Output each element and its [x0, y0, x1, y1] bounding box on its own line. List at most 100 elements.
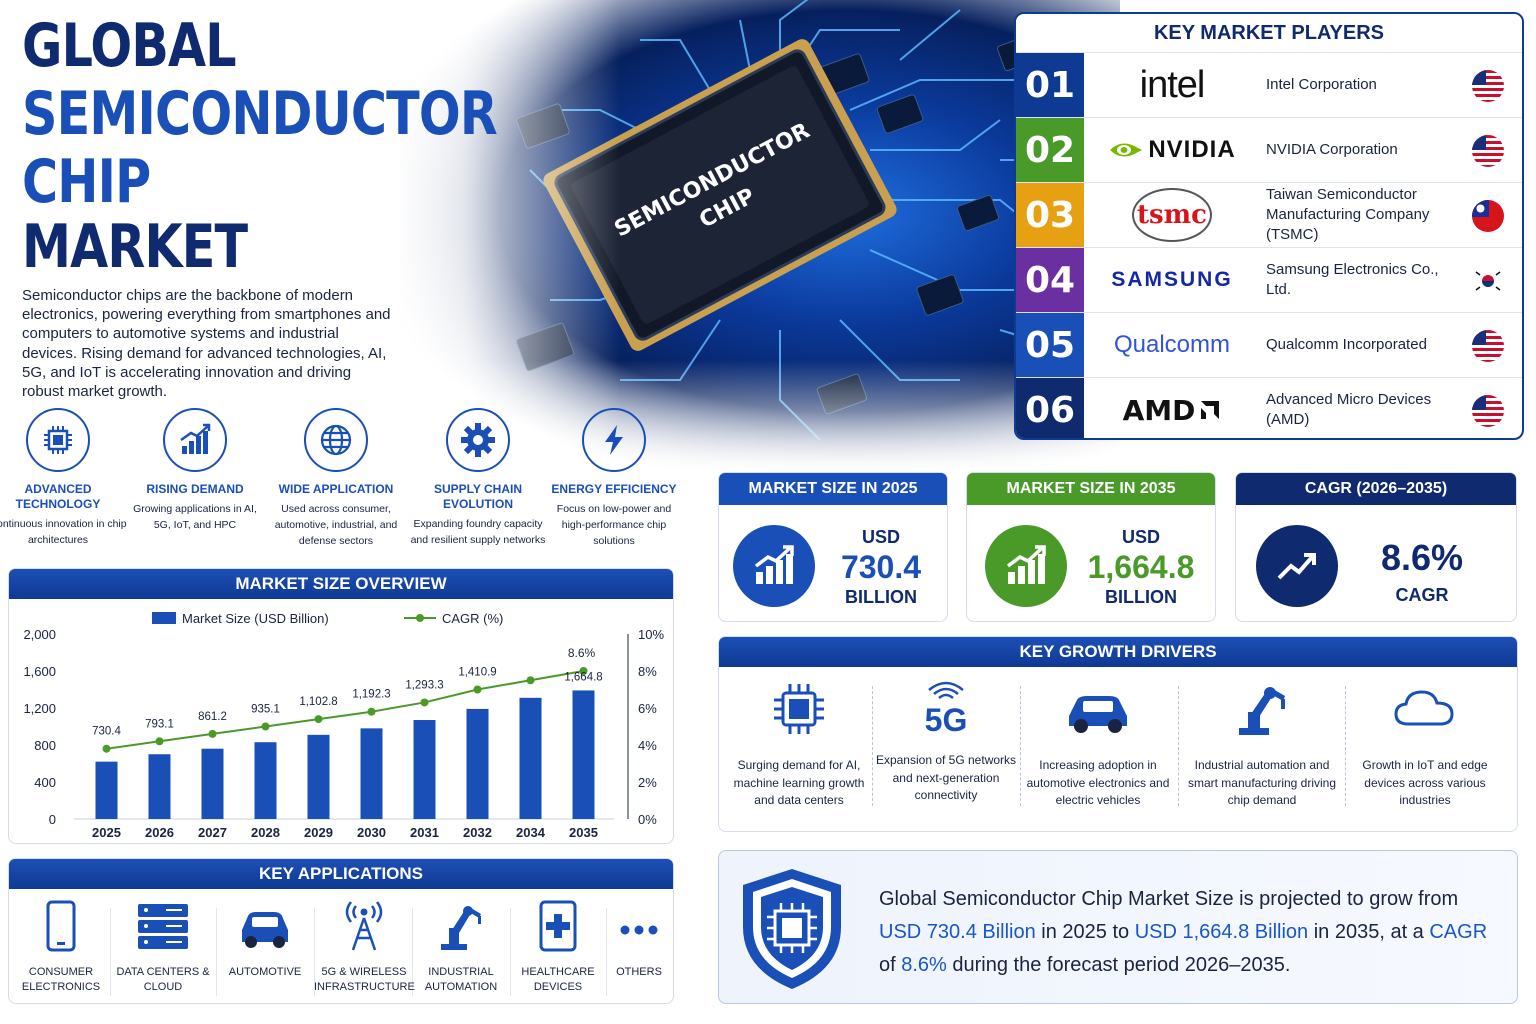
- bar: [360, 728, 383, 819]
- x-tick-label: 2034: [516, 825, 546, 840]
- us-flag-icon: [1472, 330, 1504, 362]
- drivers-heading: KEY GROWTH DRIVERS: [719, 637, 1517, 667]
- y-tick-right: 2%: [638, 775, 657, 790]
- bar-value-label: 861.2: [198, 711, 227, 723]
- player-row: 06 AMD Advanced Micro Devices (AMD): [1016, 377, 1522, 438]
- growth-chart-icon: [733, 525, 815, 607]
- driver-iot-edge: Growth in IoT and edge devices across va…: [1350, 680, 1500, 810]
- legend-bar-swatch: [152, 612, 176, 624]
- bar-value-label: 1,293.3: [405, 679, 443, 691]
- kpi-value: 730.4: [840, 549, 922, 585]
- feature-title: WIDE APPLICATION: [278, 482, 394, 496]
- y-tick-left: 0: [49, 812, 56, 827]
- trend-arrow-icon: [1256, 525, 1338, 607]
- player-rank: 04: [1016, 248, 1084, 312]
- title-line-3: CHIP: [22, 147, 151, 217]
- amd-arrow-icon: [1201, 401, 1220, 419]
- robot-arm-icon: [441, 906, 481, 950]
- player-rank: 05: [1016, 313, 1084, 377]
- kpi-value: 8.6%: [1380, 537, 1464, 578]
- chip-icon: [26, 408, 90, 472]
- key-market-players-panel: KEY MARKET PLAYERS 01 intel Intel Corpor…: [1014, 12, 1524, 440]
- application-automotive: AUTOMOTIVE: [215, 900, 315, 980]
- nvidia-logo: NVIDIA: [1092, 118, 1252, 182]
- player-name: NVIDIA Corporation: [1266, 141, 1398, 158]
- applications-heading: KEY APPLICATIONS: [9, 859, 673, 889]
- us-flag-icon: [1472, 135, 1504, 167]
- hero-image: SEMICONDUCTOR CHIP: [400, 0, 1120, 470]
- legend-bar-label: Market Size (USD Billion): [182, 611, 329, 626]
- title-line-1: GLOBAL: [22, 11, 237, 81]
- kpi-currency: USD: [1121, 527, 1160, 547]
- bar: [307, 734, 330, 819]
- legend-line-label: CAGR (%): [442, 611, 503, 626]
- nvidia-eye-icon: [1110, 143, 1143, 157]
- x-tick-label: 2032: [463, 825, 492, 840]
- antenna-tower-icon: [345, 901, 383, 951]
- tsmc-logo: tsmc: [1092, 183, 1252, 247]
- driver-ai-demand: Surging demand for AI, machine learning …: [724, 680, 874, 810]
- server-icon: [138, 904, 188, 949]
- summary-value-2025: USD 730.4 Billion: [879, 921, 1036, 943]
- cloud-icon: [1394, 690, 1454, 726]
- x-tick-label: 2026: [145, 825, 174, 840]
- player-row: 05 Qualcomm Qualcomm Incorporated: [1016, 312, 1522, 377]
- application-consumer-electronics: CONSUMER ELECTRONICS: [11, 900, 111, 994]
- cagr-point: [579, 667, 588, 675]
- shield-chip-icon: [743, 869, 841, 989]
- driver-text: Increasing adoption in automotive electr…: [1026, 758, 1170, 807]
- application-label: INDUSTRIAL AUTOMATION: [424, 966, 498, 993]
- player-rank: 02: [1016, 118, 1084, 182]
- driver-industrial-automation: Industrial automation and smart manufact…: [1187, 680, 1337, 810]
- gear-icon: [446, 408, 510, 472]
- application-data-centers: DATA CENTERS & CLOUD: [113, 900, 213, 994]
- y-tick-left: 2,000: [23, 627, 56, 642]
- market-size-chart: Market Size (USD Billion) CAGR (%) 04008…: [23, 611, 664, 840]
- growth-chart-icon: [163, 408, 227, 472]
- players-heading: KEY MARKET PLAYERS: [1016, 14, 1522, 52]
- driver-text: Growth in IoT and edge devices across va…: [1362, 758, 1488, 807]
- kpi-unit: CAGR: [1395, 585, 1449, 605]
- title-line-2: SEMICONDUCTOR: [22, 79, 498, 149]
- application-5g-wireless: 5G & WIRELESS INFRASTRUCTURE: [314, 900, 415, 994]
- bar: [572, 690, 595, 819]
- cagr-end-label: 8.6%: [568, 646, 596, 660]
- cagr-point: [526, 676, 535, 685]
- summary-value-2035: USD 1,664.8 Billion: [1134, 921, 1309, 943]
- bar-value-label: 1,664.8: [564, 671, 602, 683]
- bar: [413, 720, 436, 819]
- kpi-currency: USD: [861, 527, 900, 547]
- bar-value-label: 935.1: [251, 704, 280, 716]
- feature-desc: Expanding foundry capacity and resilient…: [410, 518, 546, 546]
- feature-title: RISING DEMAND: [146, 482, 244, 496]
- y-tick-right: 4%: [638, 738, 657, 753]
- feature-desc: Continuous innovation in chip architectu…: [0, 518, 127, 546]
- feature-advanced-technology: ADVANCED TECHNOLOGY Continuous innovatio…: [0, 408, 128, 548]
- application-industrial-automation: INDUSTRIAL AUTOMATION: [411, 900, 511, 994]
- samsung-logo: SAMSUNG: [1111, 268, 1233, 291]
- kpi-market-size-2035: MARKET SIZE IN 2035 USD 1,664.8 BILLION: [966, 472, 1216, 622]
- driver-automotive: Increasing adoption in automotive electr…: [1023, 680, 1173, 810]
- kpi-heading: MARKET SIZE IN 2035: [967, 473, 1215, 505]
- player-row: 01 intel Intel Corporation: [1016, 52, 1522, 117]
- feature-wide-application: WIDE APPLICATION Used across consumer, a…: [266, 408, 406, 549]
- y-tick-left: 800: [34, 738, 56, 753]
- player-row: 04 SAMSUNG Samsung Electronics Co., Ltd.: [1016, 247, 1522, 312]
- market-size-overview-panel: MARKET SIZE OVERVIEW: [8, 568, 674, 844]
- kpi-heading: MARKET SIZE IN 2025: [719, 473, 947, 505]
- application-label: HEALTHCARE DEVICES: [521, 966, 595, 993]
- bar-value-label: 793.1: [145, 718, 174, 730]
- application-label: DATA CENTERS & CLOUD: [116, 966, 210, 993]
- y-tick-right: 8%: [638, 664, 657, 679]
- feature-energy-efficiency: ENERGY EFFICIENCY Focus on low-power and…: [544, 408, 684, 549]
- cagr-line: [106, 670, 584, 750]
- feature-desc: Used across consumer, automotive, indust…: [274, 503, 398, 547]
- x-tick-label: 2031: [410, 825, 439, 840]
- feature-desc: Focus on low-power and high-performance …: [556, 503, 672, 547]
- player-rank: 06: [1016, 378, 1084, 438]
- player-name: Intel Corporation: [1266, 76, 1377, 93]
- feature-rising-demand: RISING DEMAND Growing applications in AI…: [125, 408, 265, 533]
- medical-tablet-icon: [539, 900, 577, 952]
- application-others: OTHERS: [589, 900, 689, 980]
- cagr-point: [473, 685, 482, 694]
